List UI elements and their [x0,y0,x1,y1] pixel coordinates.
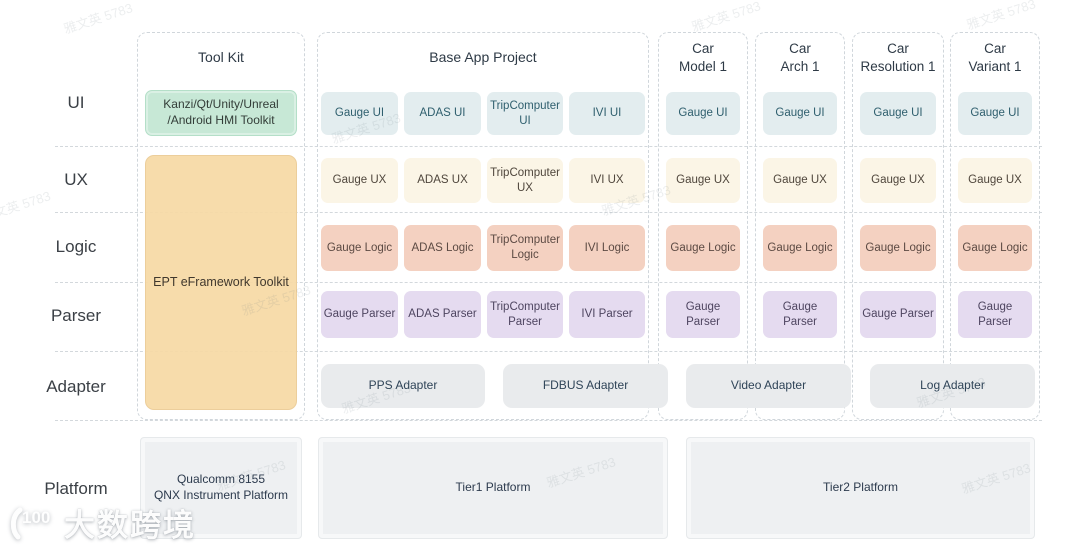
box-adas-parser: ADAS Parser [404,291,481,338]
watermark-text: 雅文英 5783 [689,0,763,35]
box-tier2-platform: Tier2 Platform [686,437,1035,539]
box-ivi-logic: IVI Logic [569,225,645,271]
box-tripcomputer-logic: TripComputer Logic [487,225,563,271]
logo-100-icon: 100 [10,507,50,539]
box-gauge-ui: Gauge UI [321,92,398,135]
box-ivi-ux: IVI UX [569,158,645,203]
box-adas-ui: ADAS UI [404,92,481,135]
svg-text:100: 100 [22,508,50,527]
box-car-variant-gauge-parser: Gauge Parser [958,291,1032,338]
box-tripcomputer-ui: TripComputer UI [487,92,563,135]
box-car-resolution-gauge-ux: Gauge UX [860,158,936,203]
column-title-car-arch-1: Car Arch 1 [780,41,820,75]
row-label-parser: Parser [50,306,102,325]
column-base-app-project: Base App Project [317,32,649,420]
row-divider-adapter-platform [55,420,1042,421]
column-car-arch-1: Car Arch 1 [755,32,845,420]
box-car-resolution-gauge-logic: Gauge Logic [860,225,936,271]
box-car-arch-gauge-logic: Gauge Logic [763,225,837,271]
box-car-model-gauge-ui: Gauge UI [666,92,740,135]
row-divider-logic-parser [55,282,1042,283]
box-car-arch-gauge-ui: Gauge UI [763,92,837,135]
column-car-resolution-1: Car Resolution 1 [852,32,944,420]
box-tripcomputer-ux: TripComputer UX [487,158,563,203]
box-ept-eframework-toolkit: EPT eFramework Toolkit [145,155,297,410]
box-gauge-parser: Gauge Parser [321,291,398,338]
box-tier1-platform: Tier1 Platform [318,437,668,539]
column-title-car-variant-1: Car Variant 1 [968,41,1022,75]
column-toolkit: Tool Kit [137,32,305,420]
column-car-variant-1: Car Variant 1 [950,32,1040,420]
box-ivi-ui: IVI UI [569,92,645,135]
box-car-variant-gauge-ux: Gauge UX [958,158,1032,203]
box-car-arch-gauge-parser: Gauge Parser [763,291,837,338]
box-car-model-gauge-logic: Gauge Logic [666,225,740,271]
box-adas-ux: ADAS UX [404,158,481,203]
box-pps-adapter: PPS Adapter [321,364,485,408]
row-label-ui: UI [67,93,85,112]
box-qualcomm-qnx-platform: Qualcomm 8155 QNX Instrument Platform [140,437,302,539]
row-label-platform: Platform [44,479,108,498]
column-car-model-1: Car Model 1 [658,32,748,420]
row-label-logic: Logic [55,237,97,256]
column-title-base-app-project: Base App Project [429,49,537,65]
row-divider-parser-adapter [55,351,1042,352]
box-car-resolution-gauge-parser: Gauge Parser [860,291,936,338]
box-hmi-toolkit: Kanzi/Qt/Unity/Unreal /Android HMI Toolk… [145,90,297,136]
box-log-adapter: Log Adapter [870,364,1035,408]
box-video-adapter: Video Adapter [686,364,851,408]
watermark-text: 雅文英 5783 [61,0,135,37]
column-title-car-resolution-1: Car Resolution 1 [860,41,936,75]
row-label-ux: UX [64,170,88,189]
box-adas-logic: ADAS Logic [404,225,481,271]
box-car-variant-gauge-logic: Gauge Logic [958,225,1032,271]
box-fdbus-adapter: FDBUS Adapter [503,364,668,408]
row-divider-ux-logic [55,212,1042,213]
box-car-resolution-gauge-ui: Gauge UI [860,92,936,135]
brand-watermark: 100 大数跨境 [8,500,196,545]
box-car-variant-gauge-ui: Gauge UI [958,92,1032,135]
column-title-toolkit: Tool Kit [198,49,244,65]
box-car-model-gauge-ux: Gauge UX [666,158,740,203]
watermark-text: 雅文英 5783 [964,0,1038,33]
brand-watermark-text: 大数跨境 [64,508,196,543]
watermark-text: 雅文英 5783 [0,188,53,225]
box-tripcomputer-parser: TripComputer Parser [487,291,563,338]
box-gauge-logic: Gauge Logic [321,225,398,271]
row-label-adapter: Adapter [46,377,106,396]
row-divider-ui-ux [55,146,1042,147]
box-car-model-gauge-parser: Gauge Parser [666,291,740,338]
box-car-arch-gauge-ux: Gauge UX [763,158,837,203]
column-title-car-model-1: Car Model 1 [678,41,728,75]
box-ivi-parser: IVI Parser [569,291,645,338]
box-gauge-ux: Gauge UX [321,158,398,203]
